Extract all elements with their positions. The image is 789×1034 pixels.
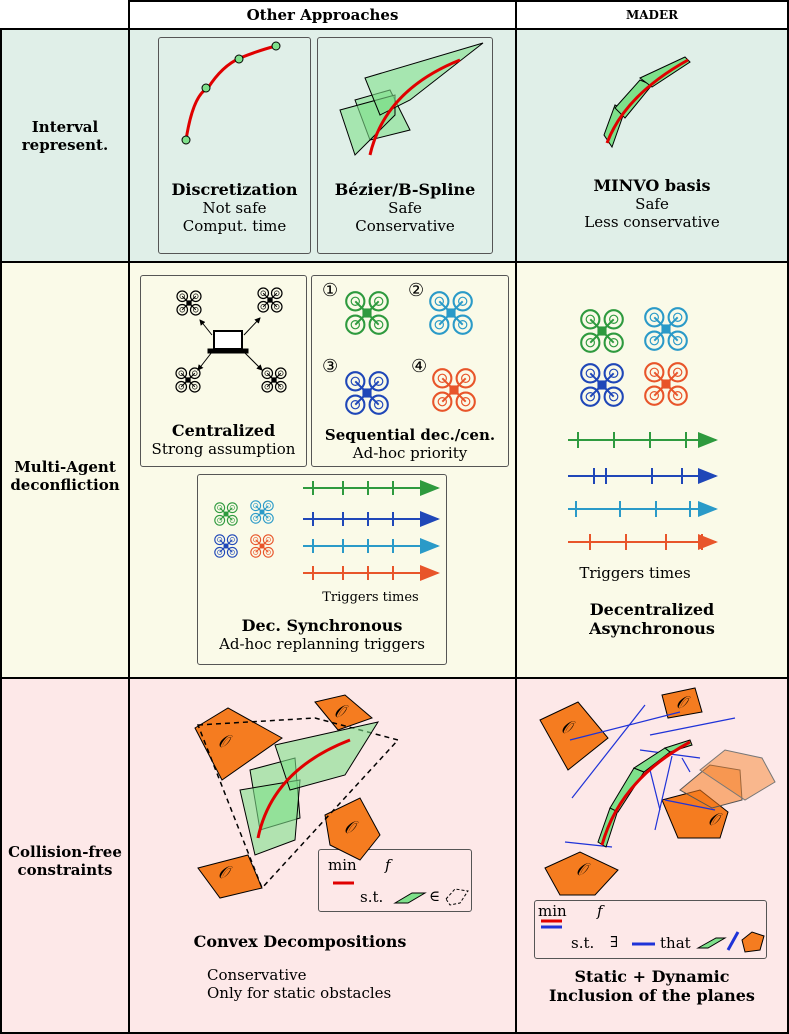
centralized-graphic [197,317,263,371]
formula-mader-exists: ∃ [610,933,619,951]
drone-icon [214,502,238,526]
formula-mader-st: s.t. [571,934,595,952]
obstacle-label: 𝒪 [561,718,572,738]
centralized-label: Centralized Strong assumption [151,421,296,459]
header-mader: MADER [625,8,679,22]
mader-trigger-lines [568,432,718,550]
grid-row1 [0,28,789,30]
grid-top [128,0,789,2]
obstacle-label: 𝒪 [708,810,719,830]
formula-other-graphic [333,881,469,906]
drone-icon [432,368,476,412]
drone-icon [257,287,283,313]
drone-icon [429,291,473,335]
formula-mader-that: that [660,934,691,952]
obstacle-label: 𝒪 [344,818,355,838]
drone-icon [250,534,274,558]
centralized-box [140,275,307,467]
formula-box-other [318,849,472,912]
grid-left [0,28,2,1034]
grid-col2 [515,0,517,1034]
formula-other-min: min [328,856,357,874]
obstacle-label: 𝒪 [218,732,229,752]
sequential-number-4: ④ [411,356,428,377]
synchronous-box [197,474,447,665]
convex-decomposition-graphic [194,694,400,899]
sequential-number-1: ① [322,280,339,301]
discretization-curve [181,41,281,145]
grid-bottom [0,1032,789,1034]
mader-collision-graphic [539,687,776,896]
discretization-label: Discretization Not safe Comput. time [171,180,298,236]
convex-decomposition-desc: Conservative Only for static obstacles [207,966,392,1002]
formula-box-mader [534,900,767,959]
header-other-approaches: Other Approaches [246,6,399,24]
formula-other-in: ∈ [429,887,441,905]
grid-row2 [0,261,789,263]
grid-right [787,0,789,1034]
drone-icon [214,534,238,558]
sync-trigger-lines [303,480,440,581]
obstacle-label: 𝒪 [676,693,687,713]
formula-mader-graphic [541,919,765,953]
drone-icon [345,291,389,335]
discretization-box [158,37,311,254]
obstacle-label: 𝒪 [334,702,345,722]
formula-mader-min: min [538,902,567,920]
interval-row-bg [0,29,789,262]
collision-row-bg [0,678,789,1034]
minvo-label: MINVO basis Safe Less conservative [584,176,720,232]
sequential-box [311,275,509,467]
mader-collision-title: Static + Dynamic Inclusion of the planes [549,967,755,1006]
formula-other-f: f [385,856,391,874]
bezier-hulls [339,42,484,156]
mader-decentralized-label: Decentralized Asynchronous [589,600,715,639]
drone-icon [580,309,624,353]
sequential-number-2: ② [408,280,425,301]
bezier-label: Bézier/B-Spline Safe Conservative [334,180,476,236]
drone-icon [175,367,201,393]
sequential-number-3: ③ [322,356,339,377]
grid-col1 [128,0,130,1034]
sequential-label: Sequential dec./cen. Ad-hoc priority [324,426,496,462]
drone-icon [580,363,624,407]
synchronous-label: Dec. Synchronous Ad-hoc replanning trigg… [219,616,425,654]
row-label-collision: Collision-free constraints [8,843,122,879]
drone-icon [250,500,274,524]
obstacle-label: 𝒪 [576,860,587,880]
formula-other-st: s.t. [360,888,384,906]
row-label-multi: Multi-Agent deconfliction [10,458,120,494]
drone-icon [644,362,688,406]
drone-icon [345,371,389,415]
minvo-hulls [603,56,691,149]
obstacle-label: 𝒪 [218,863,229,883]
drone-icon [644,307,688,351]
drone-icon [261,367,287,393]
drone-icon [176,290,202,316]
row-label-interval: Interval represent. [21,118,109,154]
grid-row3 [0,677,789,679]
formula-mader-f: f [597,902,603,920]
mader-triggers-label: Triggers times [579,564,691,582]
sync-triggers-label: Triggers times [322,590,419,605]
convex-decomposition-title: Convex Decompositions [193,932,407,951]
bezier-box [317,37,493,254]
